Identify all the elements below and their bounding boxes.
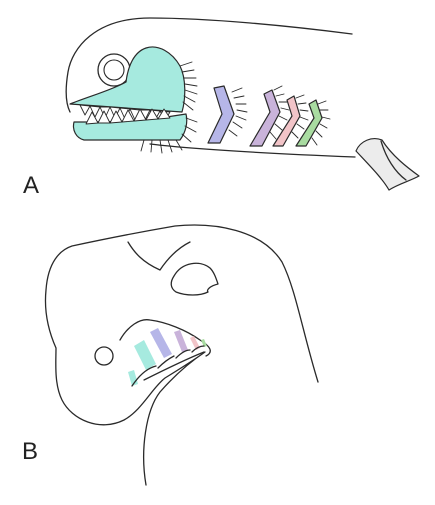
embryo-outline	[44, 224, 319, 486]
panel-label-b: B	[22, 438, 39, 465]
tail-fin	[355, 138, 420, 191]
eye-inner	[103, 59, 125, 81]
lower-teeth	[85, 108, 171, 125]
pharyngeal-arch-4	[190, 336, 200, 350]
pharyngeal-arch-5	[201, 339, 207, 347]
pharyngeal-arch-2	[150, 328, 172, 358]
gill-arch-3	[207, 85, 248, 144]
panel-label-a: A	[23, 172, 40, 199]
jaw-gill-rays	[140, 61, 198, 154]
pharyngeal-region	[119, 319, 211, 357]
pharyngeal-clefts	[131, 345, 205, 387]
gill-arch-5	[272, 94, 309, 147]
upper-jaw	[69, 46, 186, 113]
panel-a-fish	[65, 17, 420, 191]
embryo-eye	[94, 346, 114, 366]
pharyngeal-arch-3	[174, 330, 188, 352]
gill-arch-4	[249, 85, 290, 147]
head-fold	[127, 241, 191, 271]
tail-fin-ray	[380, 140, 407, 181]
gill-arch-6	[295, 99, 331, 147]
panel-b-embryo	[44, 224, 319, 486]
fish-body-outline	[65, 17, 353, 113]
pharyngeal-arch-1	[128, 340, 156, 386]
otic-vesicle	[170, 262, 219, 296]
